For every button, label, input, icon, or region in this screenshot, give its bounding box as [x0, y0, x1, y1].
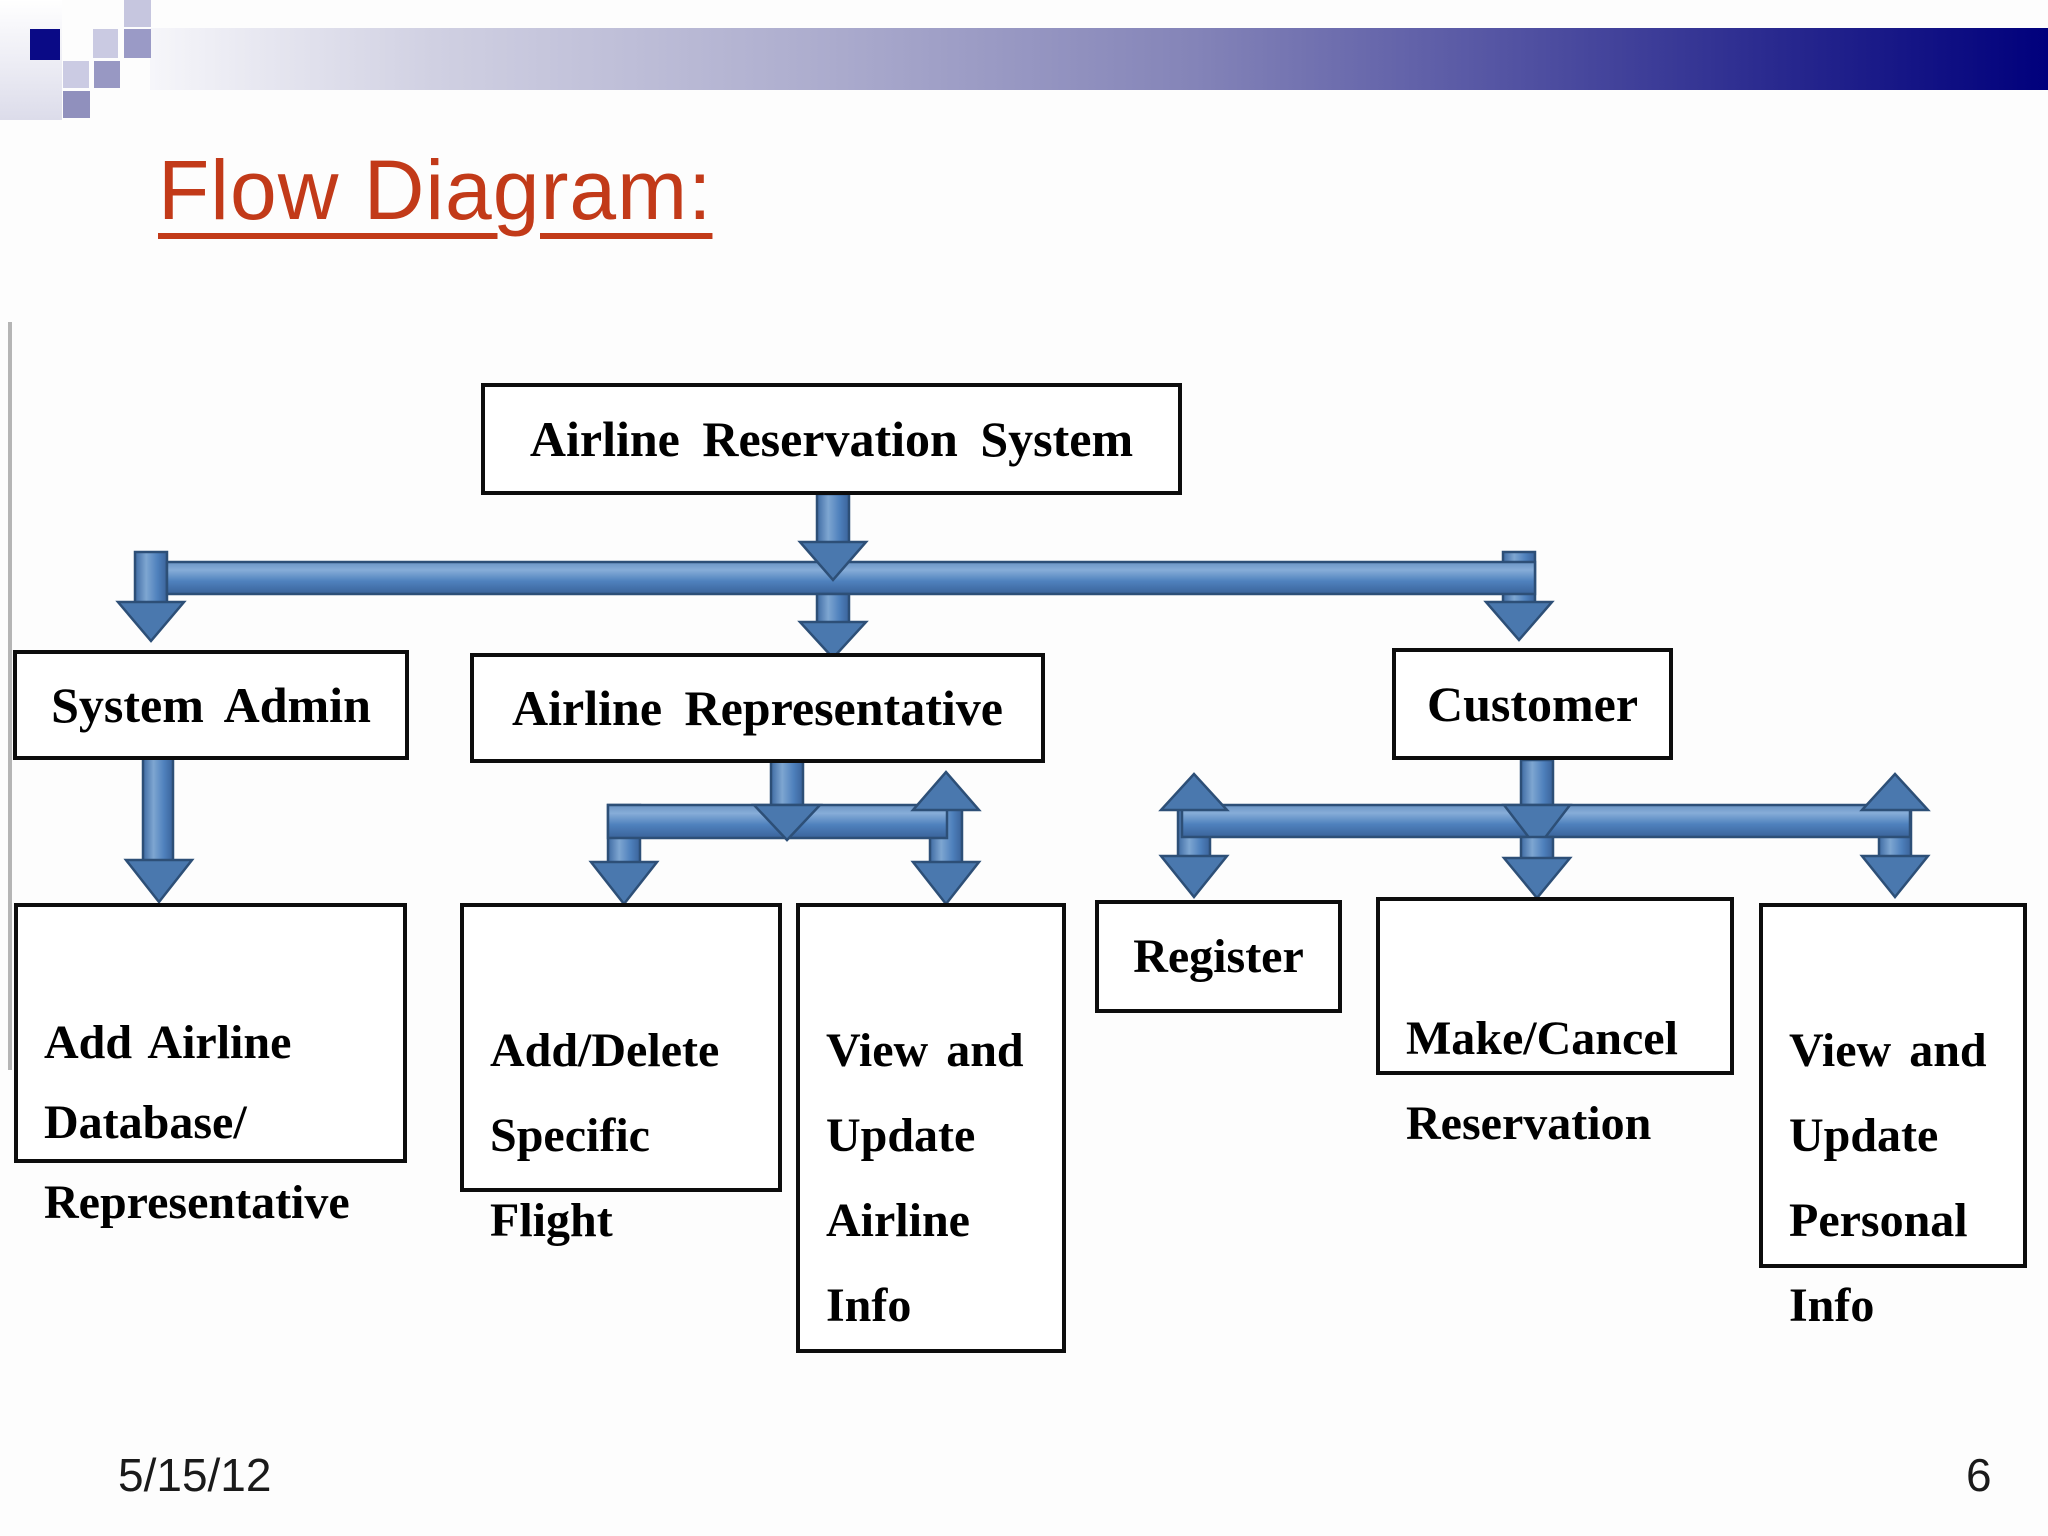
- node-view-update-airline-info: View and Update Airline Info: [796, 903, 1066, 1353]
- deco-square-navy: [30, 29, 60, 60]
- footer-date: 5/15/12: [118, 1449, 272, 1501]
- node-system-admin: System Admin: [13, 650, 409, 760]
- node-add-delete-specific-flight: Add/Delete Specific Flight: [460, 903, 782, 1247]
- node-airline-representative: Airline Representative: [470, 653, 1045, 763]
- header-gradient-band: [150, 28, 2048, 90]
- connector-airline-rep-branch: [588, 758, 982, 907]
- deco-square: [63, 61, 89, 88]
- node-airline-reservation-system: Airline Reservation System: [481, 383, 1182, 495]
- node-make-cancel-reservation: Make/Cancel Reservation: [1376, 897, 1734, 1150]
- node-label: View and Update Personal Info: [1789, 1024, 1987, 1332]
- node-add-airline-database: Add Airline Database/ Representative: [14, 903, 407, 1229]
- deco-square: [124, 29, 151, 58]
- connector-customer-branch: [1158, 758, 1931, 900]
- deco-square: [93, 29, 118, 58]
- node-register: Register: [1095, 900, 1342, 1013]
- node-label: Airline Representative: [512, 680, 1003, 736]
- connector-systemadmin-drop: [123, 756, 195, 905]
- node-label: Add/Delete Specific Flight: [490, 1024, 720, 1247]
- node-label: Airline Reservation System: [529, 411, 1134, 467]
- node-label: Customer: [1426, 676, 1639, 732]
- node-label: View and Update Airline Info: [826, 1024, 1024, 1332]
- deco-square: [124, 0, 151, 27]
- connector-root-branch: [115, 492, 1555, 660]
- node-label: Add Airline Database/ Representative: [44, 1016, 350, 1229]
- header-left-strip: [0, 0, 62, 120]
- deco-square: [94, 61, 120, 88]
- node-customer: Customer: [1392, 648, 1673, 760]
- node-label: System Admin: [51, 677, 371, 733]
- canvas-edge-line: [8, 322, 12, 1070]
- footer-page-number: 6: [1966, 1449, 1992, 1501]
- deco-square: [63, 91, 90, 118]
- page-title: Flow Diagram:: [158, 143, 713, 237]
- node-label: Register: [1133, 930, 1304, 983]
- node-label: Make/Cancel Reservation: [1406, 1012, 1678, 1150]
- node-view-update-personal-info: View and Update Personal Info: [1759, 903, 2027, 1332]
